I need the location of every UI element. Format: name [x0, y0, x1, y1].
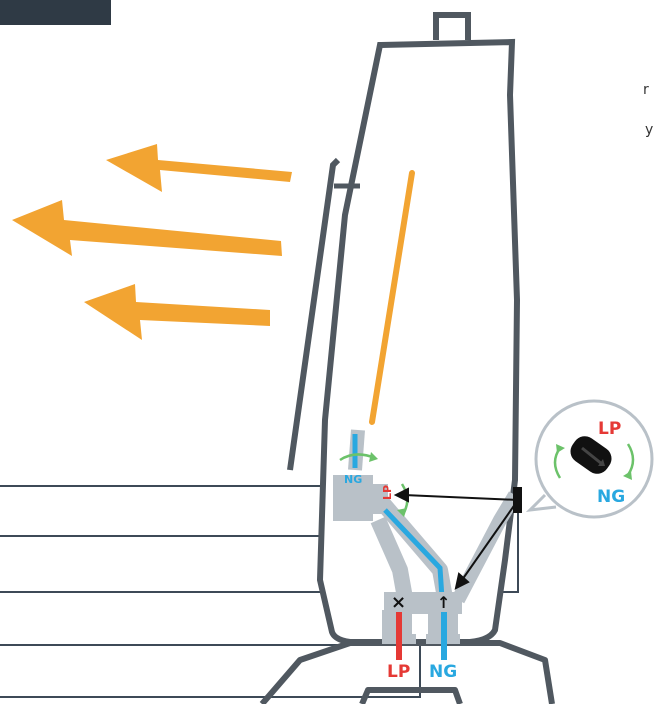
left-arrow-icon	[84, 284, 270, 340]
inlet-ng-label: NG	[429, 662, 457, 682]
leader-line-2	[0, 515, 356, 537]
cropped-text-fragment: r	[643, 82, 649, 98]
selector-callout: LP NG	[525, 399, 654, 519]
rotate-arrows-icon	[553, 443, 635, 480]
ng-gas-line	[383, 508, 445, 599]
heat-arrows	[12, 144, 292, 340]
left-arrow-icon	[12, 200, 282, 256]
callout-lp-label: LP	[598, 419, 621, 439]
selector-pointers	[393, 487, 522, 590]
heating-element	[369, 170, 415, 425]
burner-assembly: NG LP	[333, 434, 394, 521]
inlet-lp-label: LP	[387, 662, 410, 682]
cropped-text-fragment: y	[645, 122, 654, 138]
burner-lp-label: LP	[381, 485, 394, 500]
left-arrow-icon	[106, 144, 292, 192]
leader-line-3	[0, 500, 519, 593]
callout-ng-label: NG	[597, 487, 625, 507]
valve-open-mark: ↑	[437, 593, 450, 612]
header-bar	[0, 0, 111, 25]
valve-closed-mark: ×	[391, 592, 406, 613]
valve-manifold: × ↑ LP NG	[382, 592, 462, 682]
burner-ng-label: NG	[344, 473, 362, 486]
selector-knob-icon	[570, 436, 612, 474]
